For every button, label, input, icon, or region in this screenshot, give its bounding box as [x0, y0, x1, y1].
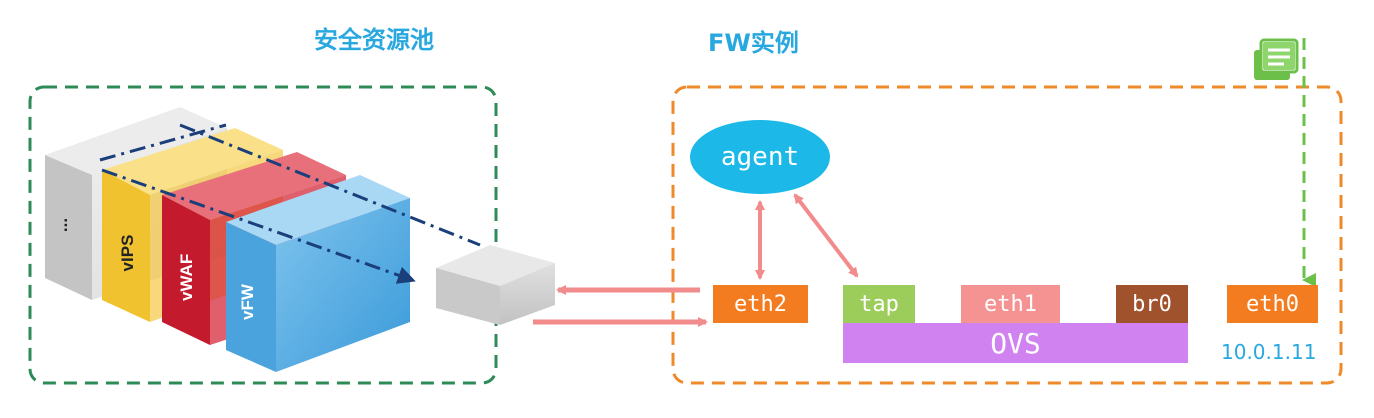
pool-border: [28, 85, 498, 385]
fw-instance-border: [671, 85, 1343, 385]
dashdot-line-1: [99, 123, 227, 162]
dashdot-line-2: [179, 123, 481, 247]
br0-label: br0: [1132, 291, 1172, 317]
module-blue-label: vFW: [238, 284, 257, 320]
ovs-label: OVS: [990, 326, 1041, 360]
module-blue: [226, 175, 410, 372]
fw-instance-title: FW实例: [708, 29, 799, 57]
module-gray-label: ...: [52, 217, 71, 233]
agent-ellipse: [690, 120, 830, 194]
eth2-box: [713, 285, 808, 323]
eth2-label: eth2: [734, 291, 787, 317]
eth0-label: eth0: [1246, 291, 1299, 317]
tap-box: [843, 285, 915, 323]
module-red-label: vWAF: [177, 253, 196, 301]
document-stack-icon: [1254, 38, 1299, 80]
dashdot-line-3: [101, 168, 416, 284]
module-yellow-label: vIPS: [118, 234, 137, 272]
eth0-ip: 10.0.1.11: [1221, 340, 1317, 364]
arrow-agent-tap: [793, 193, 859, 278]
eth1-label: eth1: [984, 291, 1037, 317]
pool-title: 安全资源池: [314, 26, 434, 54]
tap-label: tap: [859, 291, 899, 317]
br0-box: [1116, 285, 1188, 323]
ovs-bar: [843, 323, 1188, 363]
small-gray-box: [436, 245, 555, 325]
agent-label: agent: [720, 142, 800, 172]
eth0-box: [1227, 285, 1318, 323]
eth1-box: [961, 285, 1060, 323]
